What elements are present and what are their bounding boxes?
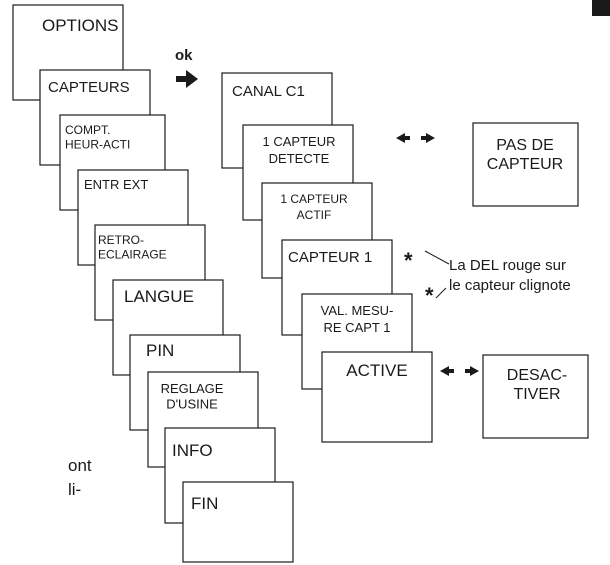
menu-item-fin-box xyxy=(182,481,294,563)
options-menu-stack: OPTIONS CAPTEURS COMPT.HEUR-ACTI ENTR EXT RE… xyxy=(12,4,294,563)
desactiver-box xyxy=(482,354,589,439)
channel-item-active-panel: ACTIVE xyxy=(321,351,433,443)
toggle-arrow-deactivate-icon-right-head xyxy=(465,366,479,376)
menu-item-info: INFO xyxy=(172,441,213,460)
menu-item-compt-heur-acti-line: HEUR-ACTI xyxy=(65,137,130,151)
channel-item-val-mesure-line: RE CAPT 1 xyxy=(324,320,391,335)
toggle-arrow-no-sensor-icon xyxy=(396,133,435,143)
pas-de-capteur-label: PAS DE CAPTEUR xyxy=(487,137,563,173)
channel-item-1-capteur-actif-line: ACTIF xyxy=(297,208,332,222)
toggle-arrow-no-sensor-icon-right-head xyxy=(421,133,435,143)
menu-item-langue: LANGUE xyxy=(124,287,194,306)
channel-menu-stack: CANAL C1 1 CAPTEUR DETECTE 1 CAPTEUR ACTIF CA… xyxy=(221,72,433,443)
desactiver-label: DESAC- TIVER xyxy=(507,367,567,403)
pas-de-capteur-label-line: CAPTEUR xyxy=(487,156,563,173)
page-fragment-ont: ont xyxy=(68,456,92,475)
asterisk-capteur-1: * xyxy=(404,248,413,273)
menu-item-retro-eclairage-line: RETRO- xyxy=(98,233,144,247)
toggle-arrow-no-sensor-icon-left-head xyxy=(396,133,410,143)
channel-item-1-capteur-detecte: 1 CAPTEUR DETECTE xyxy=(263,134,336,166)
channel-title: CANAL C1 xyxy=(232,83,305,100)
note-red-led-blinks: La DEL rouge sur le capteur clignote xyxy=(449,257,571,294)
note-red-led-blinks-line: le capteur clignote xyxy=(449,277,571,294)
corner-tab-marker xyxy=(592,0,610,16)
channel-item-1-capteur-actif: 1 CAPTEUR ACTIF xyxy=(280,192,348,222)
ok-label: ok xyxy=(175,47,193,64)
menu-item-fin-panel: FIN xyxy=(182,481,294,563)
note-red-led-blinks-line: La DEL rouge sur xyxy=(449,257,566,274)
menu-item-compt-heur-acti-line: COMPT. xyxy=(65,123,110,137)
note-leader-bottom xyxy=(435,287,447,299)
menu-item-reglage-usine-line: REGLAGE xyxy=(161,381,224,396)
menu-item-reglage-usine-line: D'USINE xyxy=(166,397,218,412)
menu-item-retro-eclairage: RETRO-ECLAIRAGE xyxy=(98,233,167,261)
toggle-arrow-deactivate-icon-left-head xyxy=(440,366,454,376)
note-leader-top xyxy=(424,250,450,265)
pas-de-capteur-panel: PAS DE CAPTEUR xyxy=(472,122,579,207)
channel-item-val-mesure: VAL. MESU- RE CAPT 1 xyxy=(321,303,394,335)
menu-item-fin: FIN xyxy=(191,494,218,513)
desactiver-panel: DESAC- TIVER xyxy=(482,354,589,439)
desactiver-label-line: DESAC- xyxy=(507,367,567,384)
channel-item-val-mesure-line: VAL. MESU- xyxy=(321,303,394,318)
menu-item-capteurs: CAPTEURS xyxy=(48,79,130,96)
desactiver-label-line: TIVER xyxy=(513,386,560,403)
ok-arrow-icon xyxy=(176,70,198,88)
channel-item-1-capteur-detecte-line: DETECTE xyxy=(269,151,330,166)
channel-item-1-capteur-actif-line: 1 CAPTEUR xyxy=(280,192,348,206)
toggle-arrow-deactivate-icon xyxy=(440,366,479,376)
channel-item-active: ACTIVE xyxy=(346,361,407,380)
channel-item-active-box xyxy=(321,351,433,443)
pas-de-capteur-box xyxy=(472,122,579,207)
menu-item-entr-ext: ENTR EXT xyxy=(84,177,148,192)
page-fragment-li: li- xyxy=(68,480,81,499)
channel-item-capteur-1: CAPTEUR 1 xyxy=(288,249,372,266)
pas-de-capteur-label-line: PAS DE xyxy=(496,137,554,154)
menu-item-compt-heur-acti: COMPT.HEUR-ACTI xyxy=(65,123,130,151)
menu-item-pin: PIN xyxy=(146,341,174,360)
channel-item-1-capteur-detecte-line: 1 CAPTEUR xyxy=(263,134,336,149)
options-title: OPTIONS xyxy=(42,16,119,35)
asterisk-val-mesure: * xyxy=(425,283,434,308)
menu-item-retro-eclairage-line: ECLAIRAGE xyxy=(98,247,167,261)
